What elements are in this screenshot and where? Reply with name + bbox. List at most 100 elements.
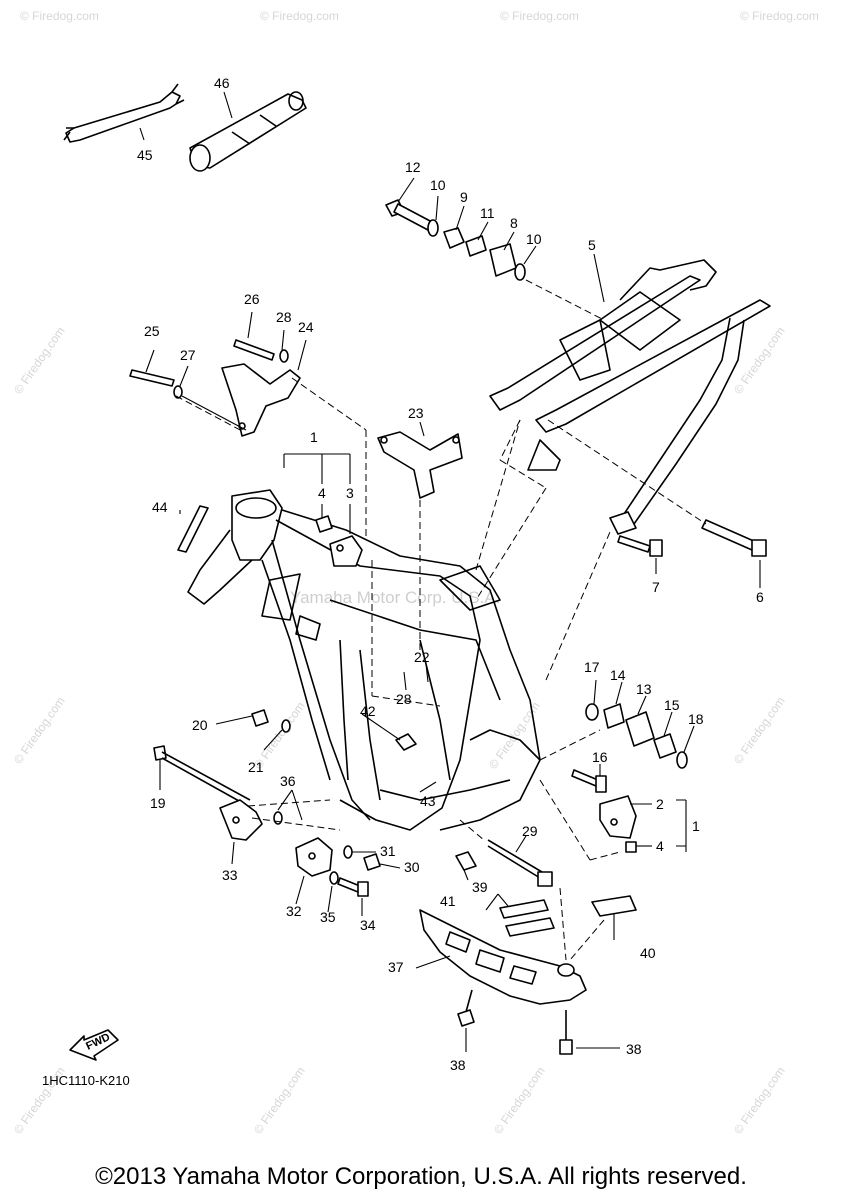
part-36-washer [273, 811, 283, 825]
part-7-bolt [617, 535, 663, 574]
callout-30: 30 [404, 859, 420, 875]
callout-3: 3 [346, 485, 354, 501]
callout-35: 35 [320, 909, 336, 925]
part-30-nut [363, 853, 381, 871]
part-46-socket-wrench [189, 91, 307, 172]
callout-34: 34 [360, 917, 376, 933]
callout-10b: 10 [526, 231, 542, 247]
callout-11: 11 [480, 205, 495, 221]
callout-13: 13 [636, 681, 652, 697]
callout-31: 31 [380, 843, 396, 859]
watermark: © Firedog.com [491, 1064, 548, 1137]
watermark: © Firedog.com [740, 9, 819, 23]
callout-14: 14 [610, 667, 626, 683]
part-37-skid-plate [419, 909, 587, 1005]
part-31-washer [343, 845, 353, 859]
watermark: © Firedog.com [731, 1064, 788, 1137]
callout-28b: 28 [396, 691, 412, 707]
fwd-arrow-icon: FWD [69, 1029, 119, 1061]
callout-5: 5 [588, 237, 596, 253]
callout-27: 27 [180, 347, 196, 363]
part-2-bracket [599, 795, 637, 853]
copyright-footer: ©2013 Yamaha Motor Corporation, U.S.A. A… [95, 1163, 747, 1190]
callout-19: 19 [150, 795, 166, 811]
part-3-bracket [315, 515, 363, 567]
watermark: © Firedog.com [731, 694, 788, 767]
callout-12: 12 [405, 159, 421, 175]
callout-29: 29 [522, 823, 538, 839]
part-34-bolt [337, 877, 369, 897]
callout-25: 25 [144, 323, 160, 339]
part-44-strip [177, 505, 209, 553]
callout-2: 2 [656, 796, 664, 812]
watermark: © Firedog.com [260, 9, 339, 23]
pivot-bolt-stack [385, 199, 605, 321]
callout-6: 6 [756, 589, 764, 605]
callout-40: 40 [640, 945, 656, 961]
callout-36: 36 [280, 773, 296, 789]
leader-lines [139, 91, 695, 1052]
engine-mount-collars [539, 703, 688, 793]
callout-28: 28 [276, 309, 292, 325]
watermark: © Firedog.com [500, 9, 579, 23]
part-19-long-bolt [153, 745, 251, 807]
callout-10: 10 [430, 177, 446, 193]
dashed-connections [175, 377, 707, 961]
callout-24: 24 [298, 319, 314, 335]
drawing-code: 1HC1110-K210 [42, 1073, 130, 1088]
part-45-wrench [63, 83, 185, 143]
callout-17: 17 [584, 659, 600, 675]
part-5-subframe [489, 259, 771, 535]
callout-7: 7 [652, 579, 660, 595]
callout-44: 44 [152, 499, 168, 515]
watermark: © Firedog.com [731, 324, 788, 397]
main-frame [187, 489, 541, 831]
part-32-bracket [295, 837, 333, 877]
callout-18: 18 [688, 711, 704, 727]
part-35-washer [329, 871, 339, 885]
part-29-bolt [487, 839, 553, 887]
callout-4b: 4 [656, 838, 664, 854]
part-24-bracket [129, 339, 301, 437]
watermark: © Firedog.com [11, 324, 68, 397]
callout-23: 23 [408, 405, 424, 421]
callout-15: 15 [664, 697, 680, 713]
part-23-bracket [377, 431, 463, 499]
part-38-bolt [559, 1010, 573, 1055]
callout-21: 21 [248, 759, 264, 775]
callout-26: 26 [244, 291, 260, 307]
callout-45: 45 [137, 147, 153, 163]
part-6-bolt [701, 519, 767, 588]
part-38-bolt [457, 989, 475, 1027]
callout-41: 41 [440, 893, 456, 909]
part-40-pad [591, 895, 637, 917]
callout-20: 20 [192, 717, 208, 733]
callout-33: 33 [222, 867, 238, 883]
watermark: © Firedog.com [11, 694, 68, 767]
callout-46: 46 [214, 75, 230, 91]
center-watermark: Yamaha Motor Corp. U.S.A. [290, 588, 500, 607]
callout-32: 32 [286, 903, 302, 919]
callout-43: 43 [420, 793, 436, 809]
callout-1: 1 [310, 429, 318, 445]
callout-39: 39 [472, 879, 488, 895]
watermark: © Firedog.com [486, 699, 543, 772]
watermark: © Firedog.com [20, 9, 99, 23]
part-33-bracket [219, 799, 263, 841]
watermark: © Firedog.com [251, 1064, 308, 1137]
callout-42: 42 [360, 703, 376, 719]
part-39-pads [499, 899, 555, 937]
callout-1b: 1 [692, 818, 700, 834]
callout-37: 37 [388, 959, 404, 975]
callout-22: 22 [414, 649, 430, 665]
callout-4: 4 [318, 485, 326, 501]
callout-9: 9 [460, 189, 468, 205]
part-42-clip [395, 733, 417, 751]
callout-38b: 38 [626, 1041, 642, 1057]
callout-labels: 45 46 12 10 9 11 8 10 5 26 28 24 25 27 2… [137, 75, 764, 1073]
callout-16: 16 [592, 749, 608, 765]
part-21-washer [281, 719, 291, 733]
part-20-nut [251, 709, 269, 727]
part-41-tab [455, 851, 477, 871]
